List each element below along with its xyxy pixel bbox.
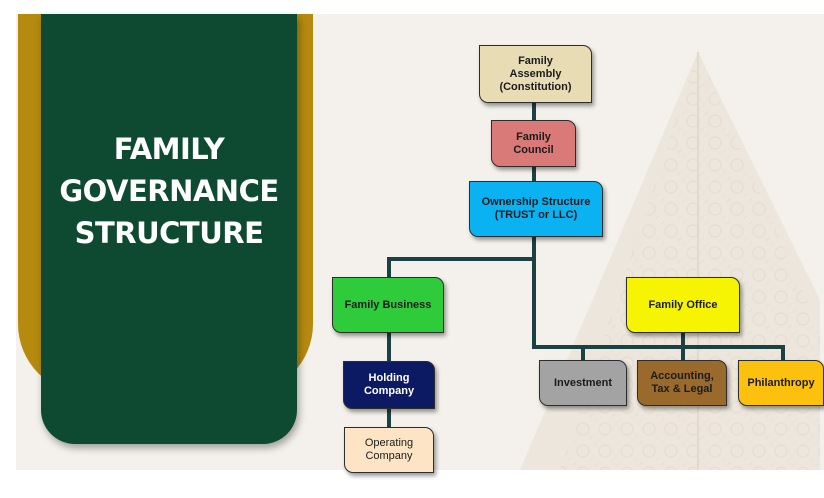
title-line-3: STRUCTURE <box>74 216 264 250</box>
title-line-2: GOVERNANCE <box>59 174 279 208</box>
title-line-1: FAMILY <box>113 132 225 166</box>
title-panel <box>41 14 297 444</box>
page-title: FAMILY GOVERNANCE STRUCTURE <box>41 128 297 254</box>
connector-ownership-structure-to-investment <box>532 237 585 360</box>
node-philanthropy: Philanthropy <box>738 360 824 406</box>
node-family-office: Family Office <box>626 277 740 333</box>
connector-family-office-to-investment <box>583 333 685 349</box>
node-accounting-tax-legal: Accounting, Tax & Legal <box>637 360 727 406</box>
node-operating-company: Operating Company <box>344 427 434 473</box>
node-family-assembly: Family Assembly (Constitution) <box>479 45 592 103</box>
connector-family-office-to-philanthropy <box>683 345 785 360</box>
node-family-business: Family Business <box>332 277 444 333</box>
connector-ownership-structure-to-family-business <box>387 237 536 277</box>
node-holding-company: Holding Company <box>343 361 435 409</box>
node-investment: Investment <box>539 360 627 406</box>
node-family-council: Family Council <box>491 120 576 167</box>
node-ownership-structure: Ownership Structure (TRUST or LLC) <box>469 181 603 237</box>
